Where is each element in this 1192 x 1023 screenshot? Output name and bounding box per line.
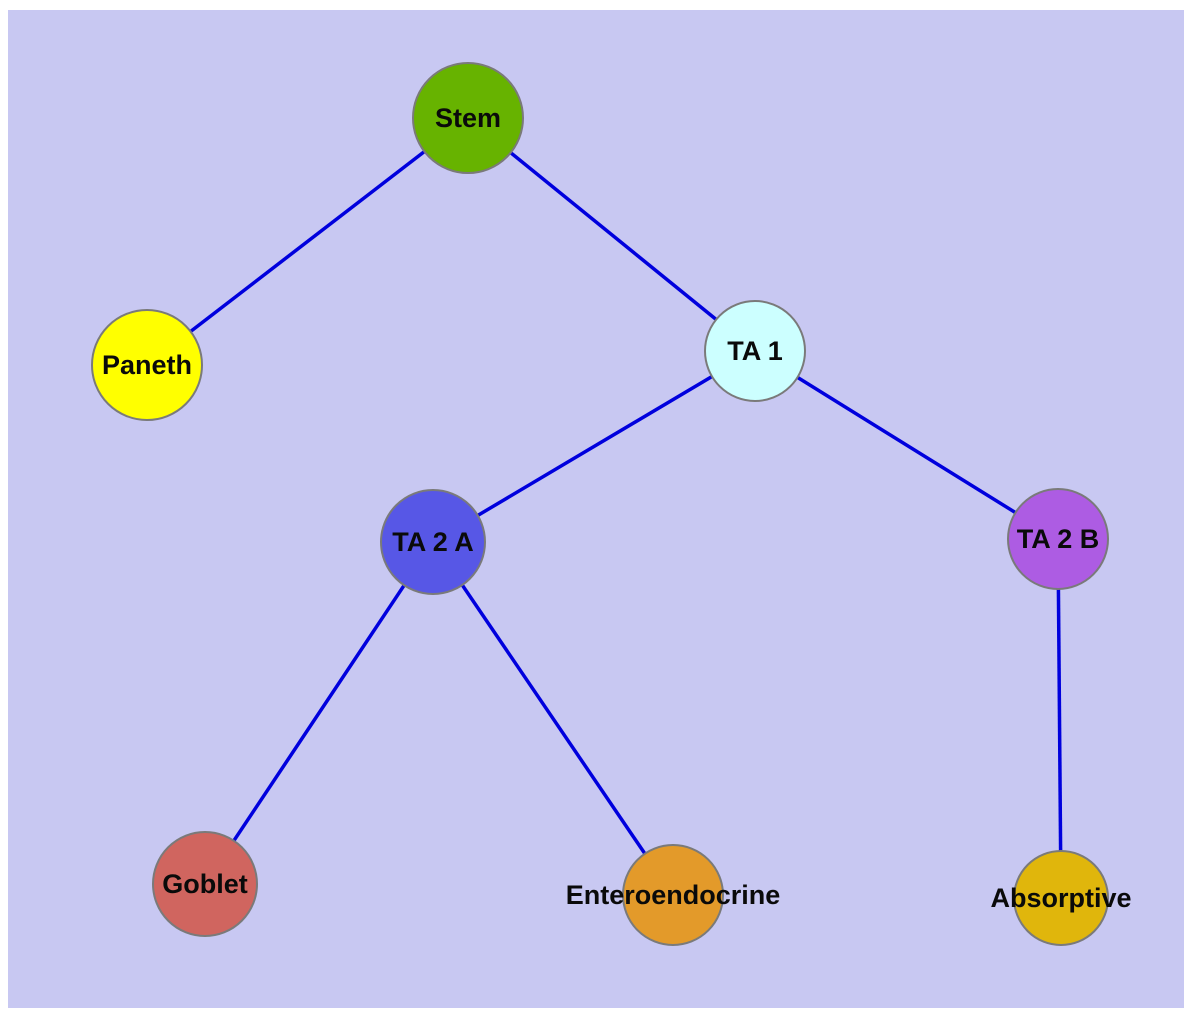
node-circle-ta2b[interactable] [1007,488,1109,590]
edge-stem-paneth [145,116,470,367]
node-circle-stem[interactable] [412,62,524,174]
node-goblet[interactable]: Goblet [152,831,258,937]
node-ta2a[interactable]: TA 2 A [380,489,486,595]
node-circle-enteroendocrine[interactable] [622,844,724,946]
edge-ta2a-goblet [203,541,435,885]
edge-ta1-ta2a [432,349,756,544]
node-ta1[interactable]: TA 1 [704,300,806,402]
node-circle-ta2a[interactable] [380,489,486,595]
node-ta2b[interactable]: TA 2 B [1007,488,1109,590]
node-stem[interactable]: Stem [412,62,524,174]
node-circle-paneth[interactable] [91,309,203,421]
edge-stem-ta1 [466,116,757,353]
edge-ta2a-enteroendocrine [431,541,675,896]
edge-ta1-ta2b [754,349,1059,541]
node-circle-absorptive[interactable] [1013,850,1109,946]
node-paneth[interactable]: Paneth [91,309,203,421]
node-circle-ta1[interactable] [704,300,806,402]
node-circle-goblet[interactable] [152,831,258,937]
edge-ta2b-absorptive [1056,538,1063,899]
